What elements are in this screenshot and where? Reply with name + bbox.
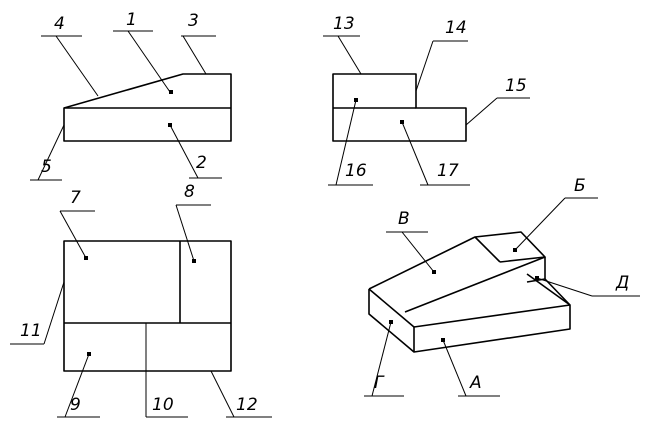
label-16: 16 xyxy=(345,161,367,181)
label-d: Д xyxy=(615,273,629,293)
label-5: 5 xyxy=(41,157,52,177)
face-marker xyxy=(169,90,173,94)
label-4: 4 xyxy=(54,14,65,34)
top-view-outline xyxy=(63,240,232,372)
label-2: 2 xyxy=(196,153,207,173)
top-view: 7 8 11 9 10 12 xyxy=(10,182,272,418)
side-view-outline xyxy=(332,73,467,142)
label-1: 1 xyxy=(126,10,137,30)
iso-slope-face xyxy=(368,231,546,313)
label-14: 14 xyxy=(445,18,467,38)
label-9: 9 xyxy=(70,395,81,415)
label-17: 17 xyxy=(437,161,459,181)
front-view: 1 3 4 2 5 xyxy=(30,10,232,181)
label-g: Г xyxy=(374,373,385,393)
label-11: 11 xyxy=(20,321,42,341)
label-a: А xyxy=(469,373,482,393)
label-15: 15 xyxy=(505,76,527,96)
label-13: 13 xyxy=(333,14,355,34)
label-3: 3 xyxy=(188,11,199,31)
isometric-view: В Б Д Г А xyxy=(364,176,640,397)
label-10: 10 xyxy=(152,395,174,415)
label-12: 12 xyxy=(236,395,258,415)
side-view: 13 14 15 16 17 xyxy=(323,14,530,186)
label-8: 8 xyxy=(184,182,195,202)
label-v: В xyxy=(398,209,410,229)
iso-lower-body xyxy=(368,273,571,353)
label-7: 7 xyxy=(70,188,81,208)
label-b: Б xyxy=(574,176,586,196)
